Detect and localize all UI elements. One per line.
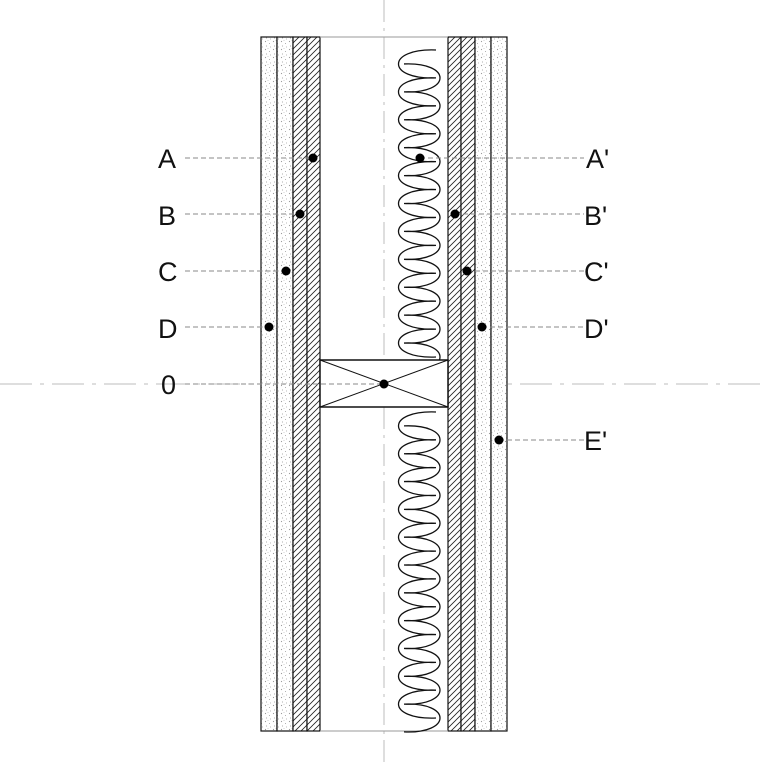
right-wall-layers: [447, 36, 508, 732]
label-C: C: [158, 257, 178, 287]
right-layer-inner-speckle: [474, 36, 492, 732]
label-D-prime: D': [584, 314, 609, 344]
right-labels: A' B' C' D' E': [584, 144, 609, 456]
label-B: B: [158, 201, 176, 231]
point-A: [308, 153, 318, 163]
label-0: 0: [161, 370, 176, 400]
point-C: [281, 266, 291, 276]
label-D: D: [158, 314, 178, 344]
label-B-prime: B': [584, 201, 607, 231]
insulation-upper: [397, 49, 441, 372]
point-B-prime: [450, 209, 460, 219]
label-E-prime: E': [584, 426, 607, 456]
point-0: [379, 379, 389, 389]
point-E-prime: [494, 435, 504, 445]
point-A-prime: [415, 153, 425, 163]
point-C-prime: [462, 266, 472, 276]
point-D-prime: [477, 322, 487, 332]
right-layer-outer-speckle: [490, 36, 508, 732]
point-D: [264, 322, 274, 332]
right-layer-hatch-1: [447, 36, 462, 732]
label-A-prime: A': [586, 144, 609, 174]
left-labels: A B C D 0: [158, 144, 178, 400]
label-A: A: [158, 144, 176, 174]
leader-lines: [185, 157, 584, 441]
measurement-points: [264, 153, 504, 445]
label-C-prime: C': [584, 257, 609, 287]
right-layer-hatch-2: [460, 36, 476, 732]
point-B: [295, 209, 305, 219]
insulation-lower: [397, 411, 441, 733]
